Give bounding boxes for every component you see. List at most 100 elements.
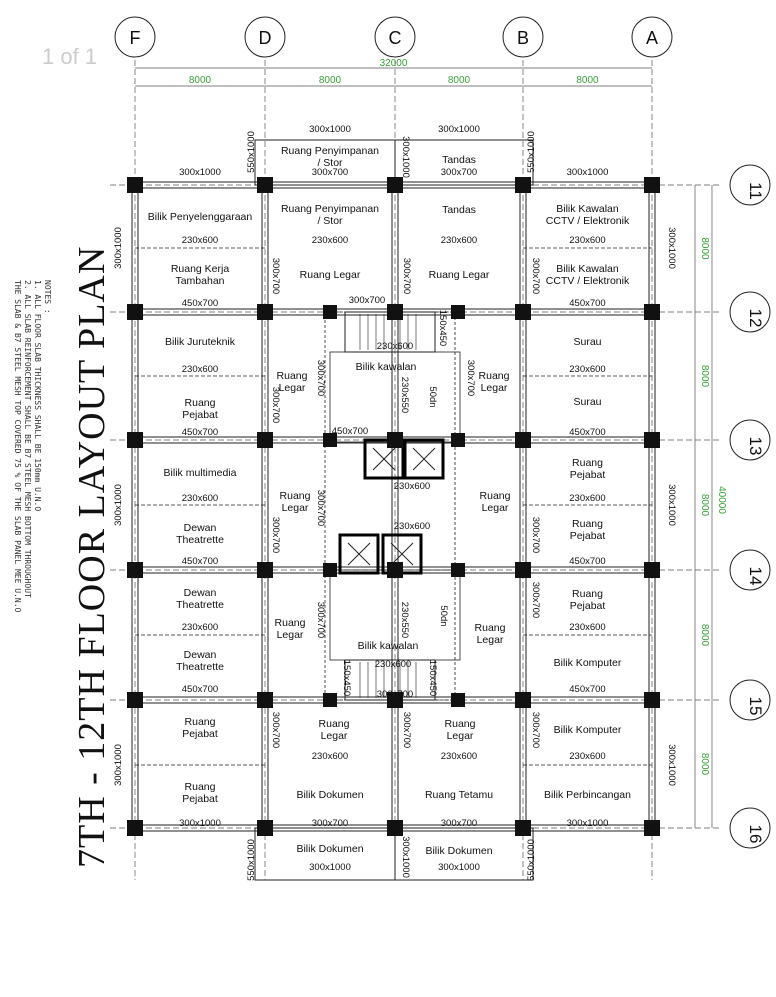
room-label: Bilik Komputer: [554, 724, 622, 736]
notes-heading: NOTES :: [43, 280, 52, 314]
beam-label: 300x700: [270, 712, 281, 748]
beam-label: 300x700: [465, 360, 476, 396]
column: [127, 820, 143, 836]
beam-label: 300x700: [441, 818, 477, 829]
beam-label: 300x700: [270, 387, 281, 423]
grid-bubble-label: A: [646, 28, 658, 48]
beam-label: 230x600: [569, 235, 605, 246]
beam-label: 450x700: [569, 684, 605, 695]
beam-label: 450x700: [332, 426, 368, 437]
beam-label: 300x1000: [400, 136, 411, 178]
beam-label: 300x700: [530, 517, 541, 553]
beam-label: 230x600: [441, 751, 477, 762]
column: [644, 820, 660, 836]
grid-bubble-label: 16: [746, 825, 765, 844]
beam-label: 230x600: [569, 364, 605, 375]
grid-bubble-F: [114, 16, 156, 58]
beam-label: 230x600: [441, 235, 477, 246]
span-dimension: 8000: [699, 624, 710, 647]
beam-label: 300x700: [312, 818, 348, 829]
span-dimension: 8000: [576, 75, 599, 86]
beam-label: 230x600: [569, 493, 605, 504]
span-dimension: 8000: [189, 75, 212, 86]
column: [127, 432, 143, 448]
beam-label: 50dn: [427, 386, 438, 407]
column: [257, 177, 273, 193]
beam-label: 230x600: [394, 521, 430, 532]
beam-label: 300x700: [349, 295, 385, 306]
beam-label: 230x600: [182, 364, 218, 375]
beam-label: 550x1000: [246, 131, 257, 173]
grid-bubble-B: [502, 16, 544, 58]
grid-bubble-11: [729, 164, 771, 206]
beam-label: 300x700: [530, 258, 541, 294]
beam-label: 300x1000: [309, 124, 351, 135]
total-dimension: 40000: [716, 486, 727, 514]
beam-label: 300x700: [441, 167, 477, 178]
lift-cross: [347, 542, 371, 566]
beam-label: 300x1000: [567, 818, 609, 829]
column: [127, 562, 143, 578]
beam-label: 300x700: [270, 258, 281, 294]
beam-label: 300x700: [530, 582, 541, 618]
room-label: Bilik Penyelenggaraan: [148, 211, 253, 223]
grid-bubble-label: F: [130, 28, 141, 48]
core-column: [451, 433, 465, 447]
column: [515, 562, 531, 578]
grid-bubble-13: [729, 419, 771, 461]
grid-bubble-label: D: [259, 28, 272, 48]
lift-cross: [412, 447, 436, 471]
beam-label: 450x700: [182, 427, 218, 438]
beam-label: 550x1000: [526, 839, 537, 881]
beam-label: 50dn: [438, 605, 449, 626]
lift-cross: [372, 447, 396, 471]
total-dimension: 32000: [380, 58, 408, 69]
room-label: Bilik Perbincangan: [544, 789, 631, 801]
beam-label: 300x700: [377, 689, 413, 700]
grid-bubble-D: [244, 16, 286, 58]
beam-label: 230x600: [394, 481, 430, 492]
notes-line: 2. ALL SLAB REINFORCEMENT SHALL BE B7 ST…: [23, 280, 32, 598]
beam-label: 450x700: [569, 556, 605, 567]
beam-label: 300x1000: [179, 167, 221, 178]
room-label: Bilik Dokumen: [296, 843, 363, 855]
beam-label: 450x700: [182, 298, 218, 309]
beam-label: 230x600: [569, 751, 605, 762]
column: [387, 432, 403, 448]
room-label: Bilik Dokumen: [425, 845, 492, 857]
room-label: Surau: [573, 336, 601, 348]
room-label: Bilik Dokumen: [296, 789, 363, 801]
room-label: Bilik kawalan: [358, 640, 419, 652]
beam-label: 230x600: [182, 493, 218, 504]
core-column: [323, 693, 337, 707]
span-dimension: 8000: [699, 237, 710, 260]
drawing-title: 7TH - 12TH FLOOR LAYOUT PLAN: [71, 245, 113, 868]
column: [644, 432, 660, 448]
grid-bubble-A: [631, 16, 673, 58]
beam-label: 230x600: [312, 751, 348, 762]
beam-label: 150x450: [427, 660, 438, 696]
column: [644, 562, 660, 578]
column: [515, 692, 531, 708]
beam-label: 450x700: [569, 427, 605, 438]
room-label: Ruang Legar: [300, 269, 361, 281]
beam-label: 450x700: [182, 556, 218, 567]
grid-bubble-16: [729, 807, 771, 849]
beam-label: 550x1000: [246, 839, 257, 881]
column: [515, 820, 531, 836]
lift-cross: [390, 542, 414, 566]
core-column: [451, 305, 465, 319]
beam-label: 230x600: [377, 341, 413, 352]
grid-bubble-12: [729, 291, 771, 333]
